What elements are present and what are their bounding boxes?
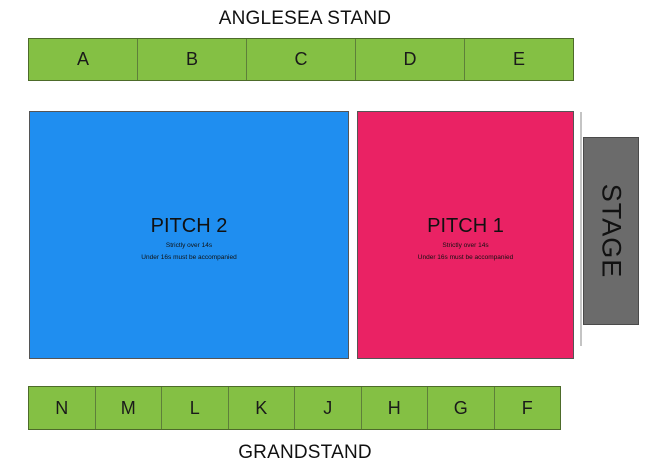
grandstand-title: GRANDSTAND	[238, 442, 372, 463]
pitch-2-note-line-1: Strictly over 14s	[165, 241, 213, 249]
block-b[interactable]: B	[138, 39, 247, 80]
block-f[interactable]: F	[494, 387, 560, 429]
anglesea-stand-blocks: A B C D E	[28, 38, 574, 81]
anglesea-stand-title: ANGLESEA STAND	[218, 8, 392, 29]
block-e[interactable]: E	[465, 39, 573, 80]
pitch-1-note-line-1: Strictly over 14s	[442, 241, 489, 249]
pitch-2-area[interactable]: PITCH 2 Strictly over 14s Under 16s must…	[29, 111, 349, 359]
block-g[interactable]: G	[428, 387, 495, 429]
grandstand-blocks: N M L K J H G F	[28, 386, 561, 430]
stage-label: STAGE	[596, 183, 627, 279]
pitch-2-label: PITCH 2	[150, 214, 228, 237]
block-l[interactable]: L	[162, 387, 229, 429]
block-n[interactable]: N	[29, 387, 96, 429]
pitch-1-label: PITCH 1	[427, 214, 504, 237]
block-c[interactable]: C	[247, 39, 356, 80]
pitch-1-area[interactable]: PITCH 1 Strictly over 14s Under 16s must…	[357, 111, 574, 359]
stage-front-rail	[580, 112, 582, 346]
pitch-2-note-line-2: Under 16s must be accompanied	[141, 253, 237, 261]
block-m[interactable]: M	[95, 387, 162, 429]
block-h[interactable]: H	[361, 387, 428, 429]
pitch-1-note-line-2: Under 16s must be accompanied	[417, 253, 514, 261]
block-d[interactable]: D	[356, 39, 465, 80]
block-k[interactable]: K	[228, 387, 295, 429]
block-a[interactable]: A	[29, 39, 138, 80]
stage-area: STAGE	[583, 137, 639, 325]
block-j[interactable]: J	[295, 387, 362, 429]
